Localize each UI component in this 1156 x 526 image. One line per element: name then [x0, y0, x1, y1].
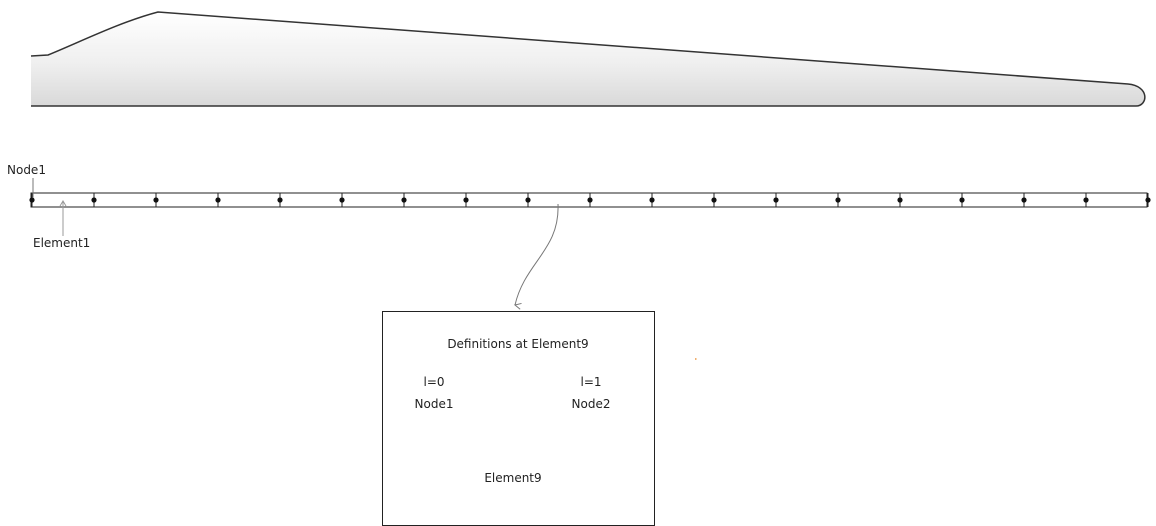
detail-pointer-curve — [515, 203, 559, 305]
node-dot — [649, 197, 655, 203]
node-dot — [339, 197, 345, 203]
node-dot — [215, 197, 221, 203]
beam-nodes — [29, 193, 1151, 207]
left-node-label: Node1 — [414, 397, 454, 411]
node-dot — [91, 197, 97, 203]
detail-title: Definitions at Element9 — [447, 337, 589, 351]
element-detail-box — [382, 311, 655, 526]
node1-label: Node1 — [7, 163, 46, 177]
node-dot — [587, 197, 593, 203]
node-dot — [29, 197, 35, 203]
right-node-label: Node2 — [571, 397, 611, 411]
right-param-label: l=1 — [580, 375, 602, 389]
node-dot — [1083, 197, 1089, 203]
node-dot — [1145, 197, 1151, 203]
element1-arrow-head — [59, 200, 67, 207]
node-dot — [959, 197, 965, 203]
node-dot — [153, 197, 159, 203]
blade-shape — [31, 12, 1145, 106]
node-dot — [711, 197, 717, 203]
element1-label: Element1 — [33, 236, 91, 250]
left-param-label: l=0 — [423, 375, 445, 389]
node-dot — [897, 197, 903, 203]
node-dot — [401, 197, 407, 203]
node-dot — [277, 197, 283, 203]
node-dot — [773, 197, 779, 203]
node-dot — [1021, 197, 1027, 203]
node-dot — [525, 197, 531, 203]
element9-label: Element9 — [484, 471, 542, 485]
stray-mark — [695, 358, 697, 360]
blade-outline — [30, 11, 1146, 107]
node-dot — [463, 197, 469, 203]
node-dot — [835, 197, 841, 203]
